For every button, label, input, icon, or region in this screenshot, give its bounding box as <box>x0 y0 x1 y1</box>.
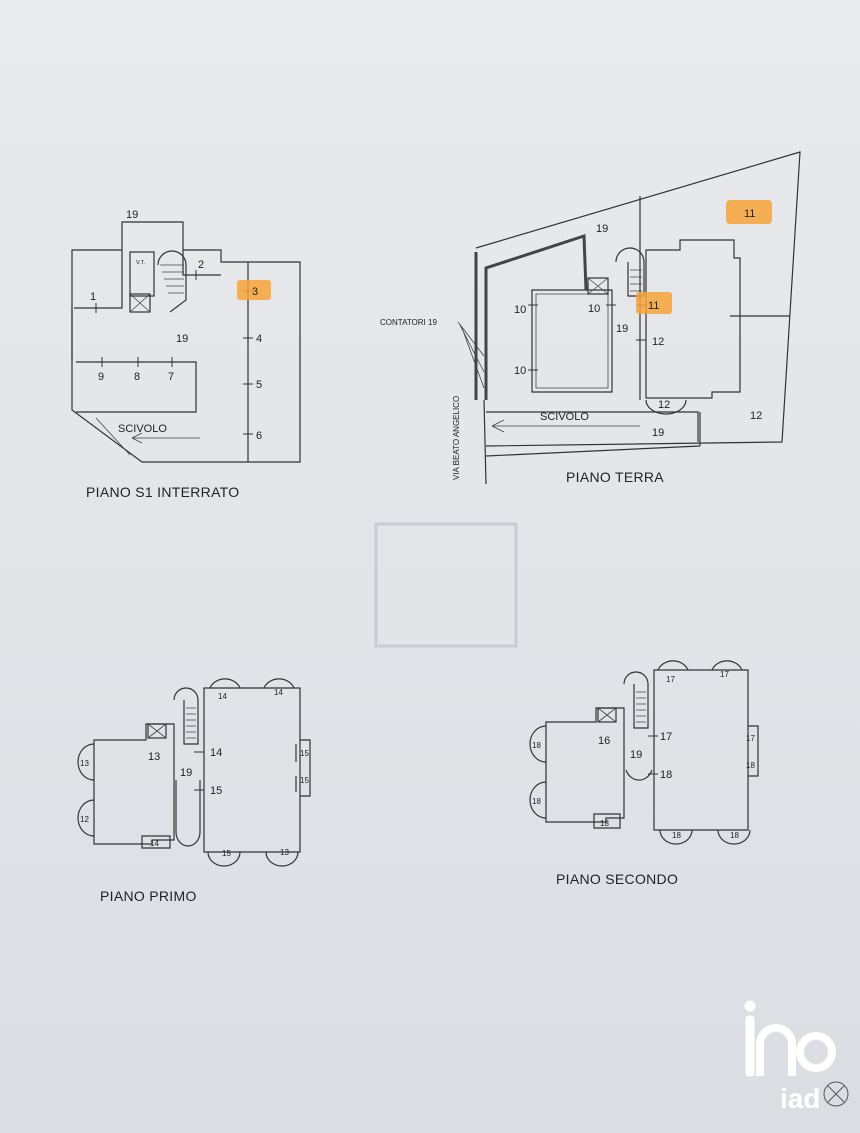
primo-small-15-c: 13 <box>280 848 289 857</box>
plan-piano-terra: 19 11 11 10 10 10 19 12 12 12 19 SCIVOLO… <box>380 151 801 485</box>
s1-label-7: 7 <box>168 371 174 383</box>
secondo-small-17-c: 17 <box>746 734 755 743</box>
s1-label-19-top: 19 <box>126 209 138 221</box>
faded-stamp <box>374 522 518 648</box>
s1-label-9: 9 <box>98 371 104 383</box>
primo-label-15: 15 <box>210 785 222 797</box>
terra-label-19-top: 19 <box>596 223 608 235</box>
s1-label-6: 6 <box>256 430 262 442</box>
s1-label-4: 4 <box>256 333 262 345</box>
s1-label-3: 3 <box>252 286 258 298</box>
primo-label-14: 14 <box>210 747 222 759</box>
primo-small-15-b: 15 <box>222 849 231 858</box>
primo-small-14-b: 14 <box>274 688 283 697</box>
secondo-label-16: 16 <box>598 735 610 747</box>
secondo-label-17: 17 <box>660 731 672 743</box>
primo-small-13-a: 13 <box>80 759 89 768</box>
terra-label-11-highlight: 11 <box>744 208 755 220</box>
terra-label-19: 19 <box>616 323 628 335</box>
s1-label-8: 8 <box>134 371 140 383</box>
iad-logo: iad <box>744 1000 849 1114</box>
plan-piano-s1: V.T. 19 1 2 3 4 5 6 7 8 9 19 SCIVOLO PIA… <box>71 209 301 500</box>
s1-label-19: 19 <box>176 333 188 345</box>
terra-ramp-label: SCIVOLO <box>540 411 589 423</box>
terra-label-10-a: 10 <box>514 304 526 316</box>
primo-small-13-b: 12 <box>80 815 89 824</box>
primo-label-13: 13 <box>148 751 160 763</box>
secondo-small-18-c: 18 <box>600 819 609 828</box>
meters-label: CONTATORI 19 <box>380 318 437 327</box>
s1-ramp-label: SCIVOLO <box>118 423 167 435</box>
secondo-small-17-a: 17 <box>666 675 675 684</box>
s1-label-1: 1 <box>90 291 96 303</box>
s1-label-5: 5 <box>256 379 262 391</box>
terra-label-19-bottom: 19 <box>652 427 664 439</box>
logo-text: iad <box>780 1083 820 1114</box>
terra-label-11: 11 <box>648 300 659 312</box>
primo-small-12: 14 <box>150 839 159 848</box>
terra-label-12: 12 <box>652 336 664 348</box>
secondo-small-18-d: 18 <box>746 761 755 770</box>
primo-small-14-c: 15 <box>300 749 309 758</box>
secondo-small-18-f: 18 <box>730 831 739 840</box>
primo-caption: PIANO PRIMO <box>100 888 197 904</box>
terra-label-10-c: 10 <box>588 303 600 315</box>
secondo-small-18-b: 18 <box>532 797 541 806</box>
secondo-small-18-e: 18 <box>672 831 681 840</box>
s1-caption: PIANO S1 INTERRATO <box>86 484 239 500</box>
primo-small-15-a: 15 <box>300 776 309 785</box>
secondo-small-17-b: 17 <box>720 670 729 679</box>
street-label: VIA BEATO ANGELICO <box>452 396 461 480</box>
primo-label-19: 19 <box>180 767 192 779</box>
primo-small-14-a: 14 <box>218 692 227 701</box>
secondo-caption: PIANO SECONDO <box>556 871 678 887</box>
plan-piano-primo: 13 12 14 14 14 15 15 15 13 13 19 14 15 P… <box>77 678 311 904</box>
terra-caption: PIANO TERRA <box>566 469 664 485</box>
secondo-label-18: 18 <box>660 769 672 781</box>
secondo-small-18-a: 18 <box>532 741 541 750</box>
plan-piano-secondo: 18 18 18 17 17 17 18 18 18 16 19 17 18 P… <box>529 660 759 887</box>
terra-label-12-right: 12 <box>750 410 762 422</box>
lift-label: V.T. <box>136 260 145 266</box>
compass-icon <box>823 1081 849 1107</box>
secondo-label-19: 19 <box>630 749 642 761</box>
terra-label-10-b: 10 <box>514 365 526 377</box>
terra-label-12-bay: 12 <box>658 399 670 411</box>
s1-label-2: 2 <box>198 259 204 271</box>
